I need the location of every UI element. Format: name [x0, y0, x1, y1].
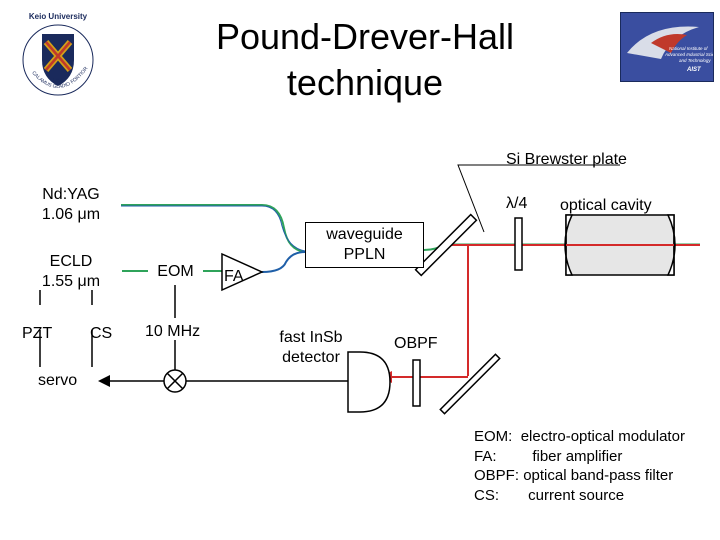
legend: EOM: electro-optical modulator FA: fiber… [474, 427, 685, 505]
detector-shape [347, 351, 391, 413]
obpf-filter [412, 359, 421, 407]
oscillator-label: 10 MHz [145, 323, 201, 340]
cs-label: CS [90, 325, 113, 342]
svg-text:and Technology: and Technology [679, 58, 711, 63]
svg-text:Advanced Industrial Science: Advanced Industrial Science [664, 52, 713, 57]
fold-mirror [439, 353, 501, 415]
waveguide-label: waveguide PPLN [326, 226, 403, 263]
slide-title: Pound-Drever-Hall technique [130, 14, 600, 106]
title-line-1: Pound-Drever-Hall [215, 16, 515, 57]
legend-row: OBPF: optical band-pass filter [474, 467, 674, 484]
cavity-mirror-right [666, 214, 676, 276]
brewster-label: Si Brewster plate [506, 151, 627, 168]
brewster-pointer [457, 164, 620, 233]
ndyag-laser: Nd:YAG 1.06 μm [20, 182, 122, 228]
svg-text:National Institute of: National Institute of [669, 46, 708, 51]
quarter-wave-plate [514, 217, 523, 271]
fiber-fa-to-waveguide [261, 251, 306, 273]
legend-row: FA: fiber amplifier [474, 447, 623, 465]
keio-university-logo: Keio University 1858 CALAMUS GLADIO FORT… [10, 8, 106, 98]
arrow-into-servo [98, 375, 110, 387]
fa-label: FA [224, 268, 244, 285]
ndyag-label: Nd:YAG 1.06 μm [41, 186, 101, 223]
cavity-mirror-left [564, 214, 574, 276]
legend-row: CS: current source [474, 486, 625, 504]
title-line-2: technique [286, 62, 444, 103]
legend-row: EOM: electro-optical modulator [474, 428, 685, 445]
fa-amplifier-icon [221, 252, 264, 292]
eom-box: EOM [148, 258, 203, 286]
servo-label: servo [38, 372, 78, 389]
aist-logo: National Institute of Advanced Industria… [620, 12, 720, 82]
ecld-label: ECLD 1.55 μm [41, 253, 101, 290]
svg-text:Keio University: Keio University [29, 12, 88, 21]
fiber-ndyag-blue [121, 205, 306, 252]
waveguide-box: waveguide PPLN [305, 222, 424, 268]
quarter-wave-label: λ/4 [506, 195, 528, 212]
fiber-ndyag-to-waveguide [121, 204, 306, 253]
eom-label: EOM [157, 263, 194, 280]
ecld-laser: ECLD 1.55 μm [20, 249, 122, 295]
svg-text:AIST: AIST [686, 67, 702, 73]
pzt-label: PZT [22, 325, 53, 342]
svg-text:1858: 1858 [52, 78, 63, 84]
brewster-plate [414, 213, 478, 277]
cavity-label: optical cavity [560, 197, 652, 214]
detector-label: fast InSb detector [279, 329, 343, 366]
obpf-label: OBPF [394, 335, 438, 352]
